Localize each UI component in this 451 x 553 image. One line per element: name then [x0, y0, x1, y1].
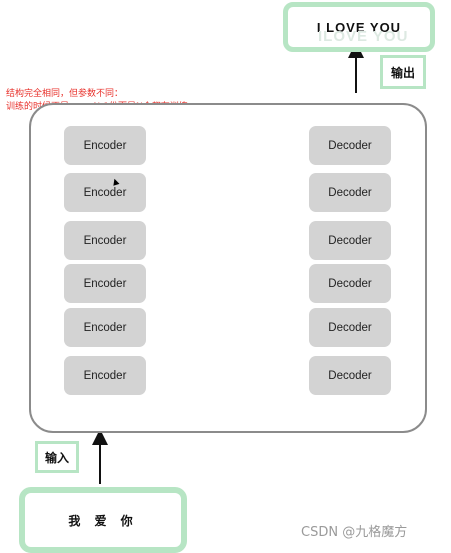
watermark: ILOVE YOU: [318, 28, 409, 45]
output-label: 输出: [380, 55, 426, 89]
decoder-block-5: Decoder: [309, 308, 391, 347]
input-text: 我 爱 你: [68, 513, 138, 528]
input-box: 我 爱 你: [19, 487, 187, 553]
decoder-block-6: Decoder: [309, 356, 391, 395]
output-box: I LOVE YOU: [283, 2, 435, 52]
encoder-block-4: Encoder: [64, 264, 146, 303]
encoder-block-5: Encoder: [64, 308, 146, 347]
encoder-block-1: Encoder: [64, 126, 146, 165]
note-line-1: 结构完全相同，但参数不同：: [6, 89, 124, 99]
encoder-block-2: Encoder: [64, 173, 146, 212]
input-label: 输入: [35, 441, 79, 473]
decoder-block-4: Decoder: [309, 264, 391, 303]
encoder-block-3: Encoder: [64, 221, 146, 260]
output-text: I LOVE YOU: [316, 19, 402, 35]
encoder-block-6: Encoder: [64, 356, 146, 395]
decoder-block-3: Decoder: [309, 221, 391, 260]
decoder-block-1: Decoder: [309, 126, 391, 165]
decoder-block-2: Decoder: [309, 173, 391, 212]
footer-credit: CSDN @九格魔方: [301, 525, 408, 540]
